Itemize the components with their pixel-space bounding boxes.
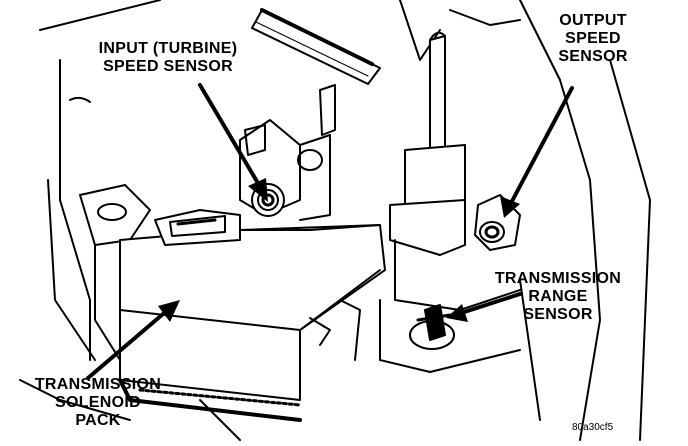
output-speed-sensor-label: OUTPUT SPEED SENSOR [548,12,638,66]
solenoid-pack-label-line-2: SOLENOID [55,394,141,411]
output-shaft-housing [379,31,541,421]
solenoid-pack-label-line-1: TRANSMISSION [34,376,162,393]
range-sensor-arrow [453,292,522,317]
range-sensor-label-line-1: TRANSMISSION [494,270,622,287]
input-sensor-label-line-2: SPEED SENSOR [103,58,233,75]
input-sensor-label-line-1: INPUT (TURBINE) [98,40,238,57]
transmission-range-sensor-label: TRANSMISSION RANGE SENSOR [478,270,638,324]
upper-bracket [251,8,381,85]
input-speed-sensor-label: INPUT (TURBINE) SPEED SENSOR [78,40,258,76]
output-sensor-label-line-1: OUTPUT [559,12,627,29]
output-sensor-arrow [508,86,574,207]
transmission-range-sensor [416,304,452,341]
leader-arrows [86,83,574,380]
solenoid-pack-label-line-3: PACK [75,412,121,429]
range-sensor-label-line-2: RANGE [528,288,588,305]
left-bracket [79,184,151,361]
output-sensor-arrowhead [500,196,520,218]
solenoid-pack-arrowhead [158,300,180,322]
input-sensor-arrowhead [248,178,268,202]
output-sensor-label-line-3: SENSOR [558,48,628,65]
input-speed-sensor [239,84,336,221]
range-sensor-label-line-3: SENSOR [523,306,593,323]
figure-code: 80a30cf5 [572,422,614,433]
housing-outline [19,0,651,441]
solenoid-pack [118,209,386,422]
transmission-solenoid-pack-label: TRANSMISSION SOLENOID PACK [18,376,178,430]
solenoid-pack-arrow [86,306,172,380]
range-sensor-arrowhead [446,304,468,322]
output-sensor-label-line-2: SPEED [565,30,621,47]
input-sensor-arrow [198,83,264,192]
